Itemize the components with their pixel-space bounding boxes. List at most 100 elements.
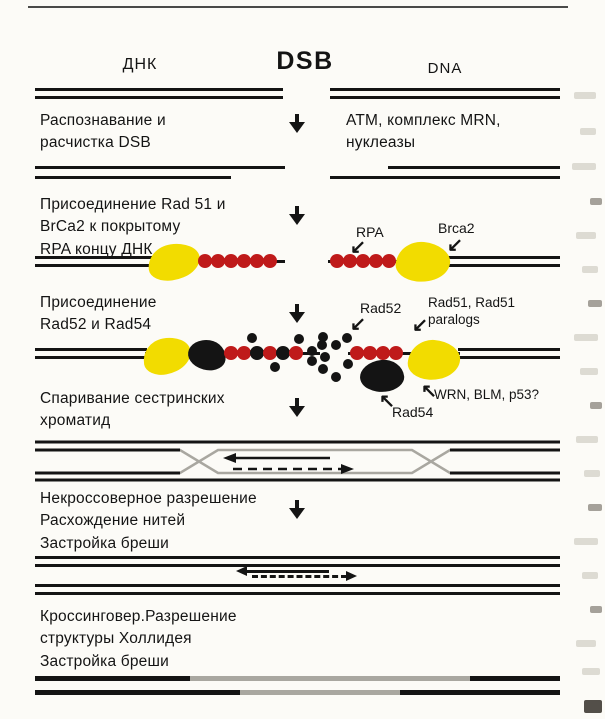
duplex-inner-strand [35, 448, 560, 475]
resected-left-bottom-strand [35, 176, 231, 179]
page-edge-artifact [572, 163, 596, 170]
rpa-rad51-bead [369, 254, 383, 268]
step1-right-label: ATM, комплекс MRN, нуклеазы [346, 112, 501, 152]
dna-duplex-left [35, 348, 147, 359]
step1-down-arrow-icon [288, 114, 306, 133]
page-edge-artifact [574, 92, 596, 99]
paralogs-pointer-arrow-icon: ↙ [412, 315, 428, 336]
page-edge-artifact [582, 572, 598, 579]
dna-duplex-right [458, 348, 560, 359]
rpa-rad51-bead [330, 254, 344, 268]
page-edge-artifact [588, 504, 602, 511]
right-ssdna-line [348, 352, 460, 355]
rad52-paralog-dot [320, 352, 330, 362]
brca2-label: Brca2 [438, 220, 475, 236]
rad52-paralog-dot [307, 356, 317, 366]
step3-label: Присоединение Rad52 и Rad54 [40, 294, 157, 334]
rad51-filament-bead [237, 346, 251, 360]
wrn-blm-p53-label: WRN, BLM, p53? [434, 387, 540, 402]
page-edge-artifact [582, 668, 600, 675]
rad52-paralog-dot [331, 340, 341, 350]
page-edge-artifact [574, 334, 598, 341]
rad52-paralog-dot [270, 362, 280, 372]
rad54-blob [186, 337, 228, 373]
rpa-rad51-bead [211, 254, 225, 268]
page-edge-artifact [580, 128, 596, 135]
step4-label: Спаривание сестринских хроматид [40, 390, 225, 430]
page-edge-artifact [582, 266, 598, 273]
rad54-label: Rad54 [392, 404, 434, 420]
synthesis-arrow-right-head [341, 464, 354, 474]
resected-right-bottom-strand [330, 176, 560, 179]
step3-down-arrow-icon [288, 304, 306, 323]
gap-fill-arrow-right-dashed-line [252, 575, 347, 578]
rad51-filament-bead [224, 346, 238, 360]
rpa-rad51-bead [382, 254, 396, 268]
rpa-pointer-arrow-icon: ↙ [350, 237, 366, 258]
rad52-label: Rad52 [360, 300, 402, 316]
rad51-filament-bead [363, 346, 377, 360]
synthesis-arrow-left-head [223, 453, 236, 463]
resected-left-top-strand [35, 166, 285, 169]
step2-down-arrow-icon [288, 206, 306, 225]
brca2-blob [394, 239, 452, 285]
rad51-filament-bead [376, 346, 390, 360]
step6-label: Кроссинговер.Разрешение структуры Холлид… [40, 608, 237, 670]
step1-label: Распознавание и расчистка DSB [40, 112, 166, 152]
rad51-filament-bead [289, 346, 303, 360]
dna-duplex-left-broken [35, 88, 283, 99]
rad52-paralog-dot [294, 334, 304, 344]
brca2-blob [140, 334, 194, 378]
brca2-pointer-arrow-icon: ↙ [447, 235, 463, 256]
dna-duplex-right-broken [330, 88, 560, 99]
rad52-paralog-dot [331, 372, 341, 382]
label-dnk: ДНК [122, 56, 158, 73]
rpa-rad51-bead [343, 254, 357, 268]
rad52-paralog-dot [343, 359, 353, 369]
rpa-rad51-bead [250, 254, 264, 268]
step5-label: Некроссоверное разрешение Расхождение ни… [40, 490, 257, 552]
rpa-rad51-bead [356, 254, 370, 268]
page-edge-artifact [590, 198, 602, 205]
page-edge-artifact [590, 606, 602, 613]
rad52-paralog-dot [317, 340, 327, 350]
page-edge-artifact [574, 538, 598, 545]
rpa-rad51-bead [237, 254, 251, 268]
dna-duplex-left [35, 256, 153, 267]
rad54-blob [358, 357, 406, 395]
holliday-junction-structure [35, 440, 560, 482]
page-edge-dark-mark [584, 700, 602, 713]
rpa-rad51-bead [263, 254, 277, 268]
page-edge-artifact [576, 232, 596, 239]
top-border-line [28, 6, 568, 8]
repaired-duplex-top [35, 556, 560, 567]
rpa-rad51-bead [224, 254, 238, 268]
label-dsb: DSB [276, 47, 334, 75]
rad51-filament-bead [263, 346, 277, 360]
page-edge-artifact [576, 640, 596, 647]
crossover-product-bottom-black-segment [35, 690, 240, 695]
rad52-paralog-dot [307, 346, 317, 356]
step5-down-arrow-icon [288, 500, 306, 519]
resected-right-top-strand [388, 166, 560, 169]
page-edge-artifact [590, 402, 602, 409]
page-edge-artifact [584, 470, 600, 477]
rad54-pointer-arrow-icon: ↖ [379, 391, 395, 412]
crossover-product-top-black-segment [470, 676, 560, 681]
label-dna: DNA [427, 60, 463, 77]
page-edge-artifact [580, 368, 598, 375]
rpa-rad51-bead [198, 254, 212, 268]
wrn-pointer-arrow-icon: ↖ [421, 381, 437, 402]
page-edge-artifact [576, 436, 598, 443]
rad52-paralog-dot [342, 333, 352, 343]
step4-down-arrow-icon [288, 398, 306, 417]
rad52-bead [276, 346, 290, 360]
dna-duplex-right [448, 256, 560, 267]
rad52-paralog-dot [318, 332, 328, 342]
rad52-bead [250, 346, 264, 360]
rpa-label: RPA [356, 224, 384, 240]
gap-fill-arrow-right-head [346, 571, 357, 581]
crossover-product-bottom-black-segment [400, 690, 560, 695]
rad52-paralog-dot [318, 364, 328, 374]
